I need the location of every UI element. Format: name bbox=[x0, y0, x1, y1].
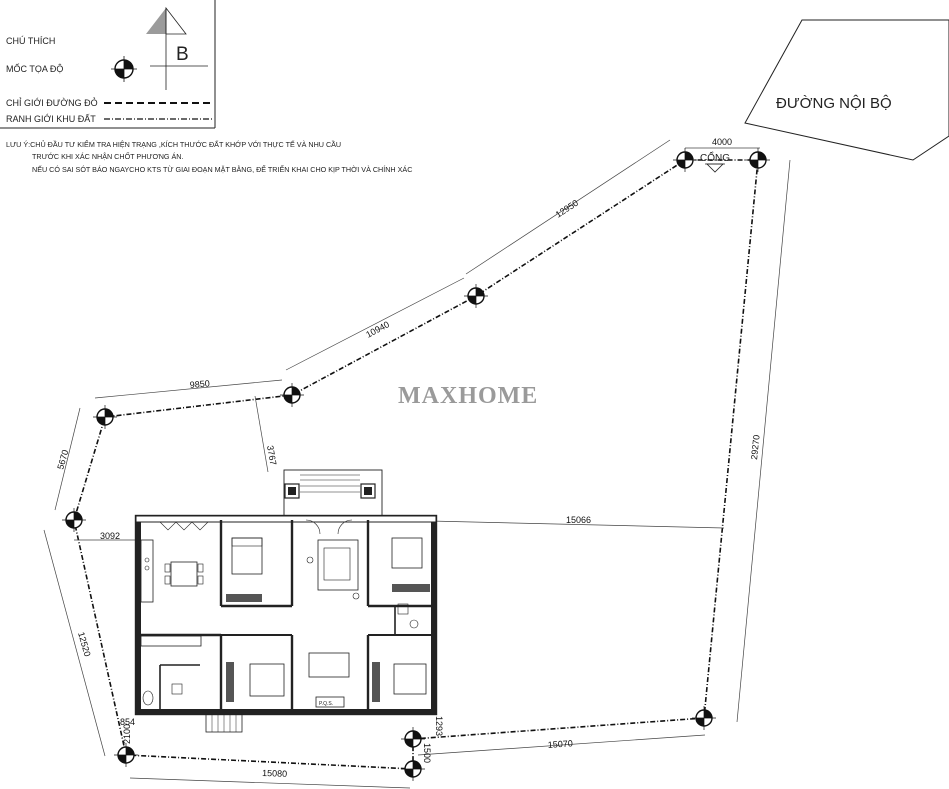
survey-markers bbox=[62, 148, 770, 781]
dim-1500: 1500 bbox=[422, 743, 432, 763]
survey-marker-icon bbox=[464, 284, 488, 308]
note-line-2: TRƯỚC KHI XÁC NHẬN CHỐT PHƯƠNG ÁN. bbox=[32, 151, 183, 161]
legend-title: CHÚ THÍCH bbox=[6, 36, 55, 46]
survey-marker-icon bbox=[111, 56, 137, 82]
house-floor-plan bbox=[134, 469, 438, 733]
dim-15070: 15070 bbox=[547, 738, 573, 750]
legend: B CHÚ THÍCH MỐC TỌA ĐỘ CHỈ GIỚI ĐƯỜNG ĐỎ… bbox=[0, 0, 216, 129]
road-label: ĐƯỜNG NỘI BỘ bbox=[776, 95, 892, 112]
survey-marker-icon bbox=[401, 727, 425, 751]
gate-label: CỔNG bbox=[700, 151, 730, 164]
note-line-1: LƯU Ý:CHỦ ĐẦU TƯ KIỂM TRA HIỆN TRẠNG ,KÍ… bbox=[6, 139, 341, 149]
dim-15066: 15066 bbox=[566, 515, 591, 525]
survey-marker-icon bbox=[114, 743, 138, 767]
gate: CỔNG bbox=[700, 151, 730, 173]
dim-12520: 12520 bbox=[76, 631, 93, 658]
dimension-labels: 4000 12950 10940 9850 5670 3767 3092 150… bbox=[55, 137, 761, 779]
dim-29270: 29270 bbox=[749, 434, 762, 460]
dim-5670: 5670 bbox=[55, 449, 70, 471]
note-line-3: NẾU CÓ SAI SÓT BÁO NGAYCHO KTS TỪ GIAI Đ… bbox=[32, 164, 412, 174]
north-arrow-icon: B bbox=[146, 6, 208, 90]
survey-marker-icon bbox=[673, 148, 697, 172]
dim-15080: 15080 bbox=[262, 768, 287, 779]
site-boundary bbox=[73, 159, 759, 770]
dim-4000: 4000 bbox=[712, 137, 732, 147]
dim-3767: 3767 bbox=[265, 445, 278, 466]
survey-marker-icon bbox=[746, 148, 770, 172]
internal-road: ĐƯỜNG NỘI BỘ bbox=[744, 19, 949, 161]
survey-marker-icon bbox=[62, 508, 86, 532]
dim-854: 854 bbox=[120, 717, 135, 727]
legend-boundary-label: RANH GIỚI KHU ĐẤT bbox=[6, 114, 96, 124]
survey-marker-icon bbox=[93, 405, 117, 429]
survey-marker-icon bbox=[280, 383, 304, 407]
dim-3092: 3092 bbox=[100, 531, 120, 541]
survey-marker-icon bbox=[692, 706, 716, 730]
legend-marker-label: MỐC TỌA ĐỘ bbox=[6, 63, 63, 74]
survey-marker-icon bbox=[401, 757, 425, 781]
dim-2100: 2100 bbox=[122, 724, 132, 744]
watermark: MAXHOME bbox=[398, 383, 538, 409]
legend-red-line-label: CHỈ GIỚI ĐƯỜNG ĐỎ bbox=[6, 97, 98, 108]
notes: LƯU Ý:CHỦ ĐẦU TƯ KIỂM TRA HIỆN TRẠNG ,KÍ… bbox=[6, 139, 412, 174]
dim-1293: 1293 bbox=[434, 716, 444, 736]
fixture-label: P.Q.S. bbox=[319, 701, 333, 707]
dim-12950: 12950 bbox=[554, 198, 580, 220]
dim-9850: 9850 bbox=[189, 378, 210, 390]
north-label: B bbox=[176, 44, 189, 65]
dimension-lines bbox=[43, 139, 791, 789]
